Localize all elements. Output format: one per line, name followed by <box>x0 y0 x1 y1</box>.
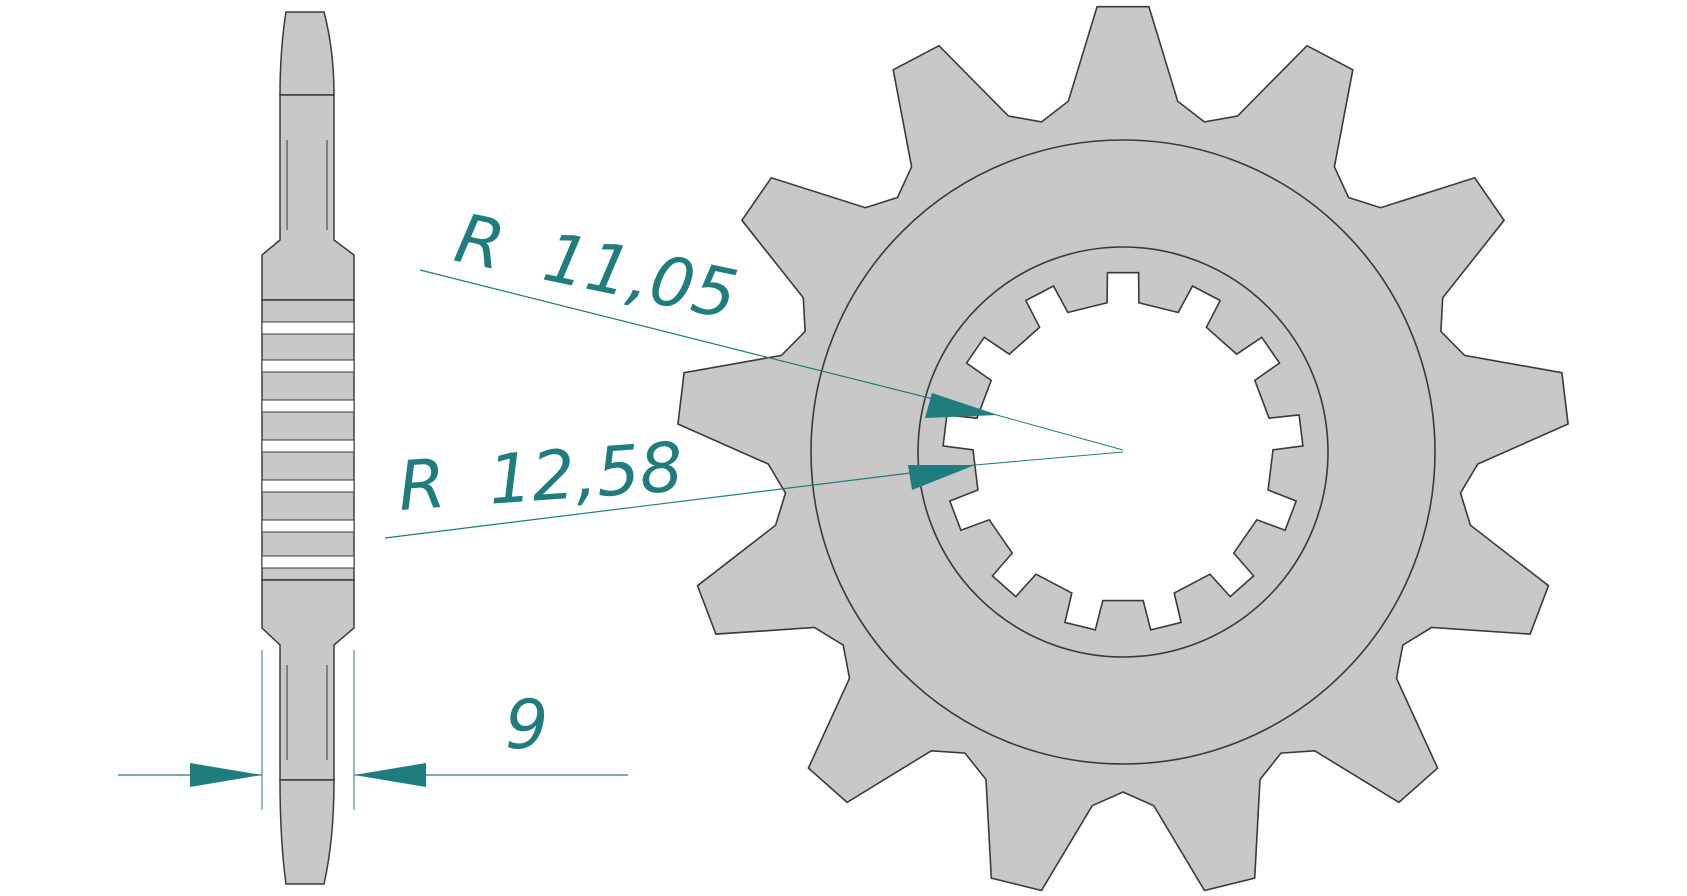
sprocket-side-view <box>261 11 355 885</box>
outer-radius-leader <box>384 464 976 539</box>
side-view-lower-body <box>261 579 355 781</box>
side-view-tooth-top <box>279 11 335 96</box>
thickness-label: 9 <box>505 686 548 765</box>
outer-radius-label: R 12,58 <box>396 428 686 527</box>
side-view-upper-body <box>261 94 355 301</box>
inner-radius-label: R 11,05 <box>448 199 743 336</box>
thickness-arrow-right <box>354 763 426 787</box>
thickness-dimension <box>118 650 628 810</box>
radius-dimensions <box>384 269 1124 539</box>
side-view-tooth-bottom <box>279 779 335 885</box>
side-view-spline-bands <box>261 321 355 569</box>
outer-radius-arrow <box>908 465 975 490</box>
pitch-circle <box>810 139 1436 765</box>
inner-radius-arrow <box>925 393 998 418</box>
sprocket-front-view <box>677 5 1569 892</box>
inner-radius-leader <box>419 269 994 415</box>
thickness-arrow-left <box>190 763 262 787</box>
hub-circle <box>917 246 1329 658</box>
